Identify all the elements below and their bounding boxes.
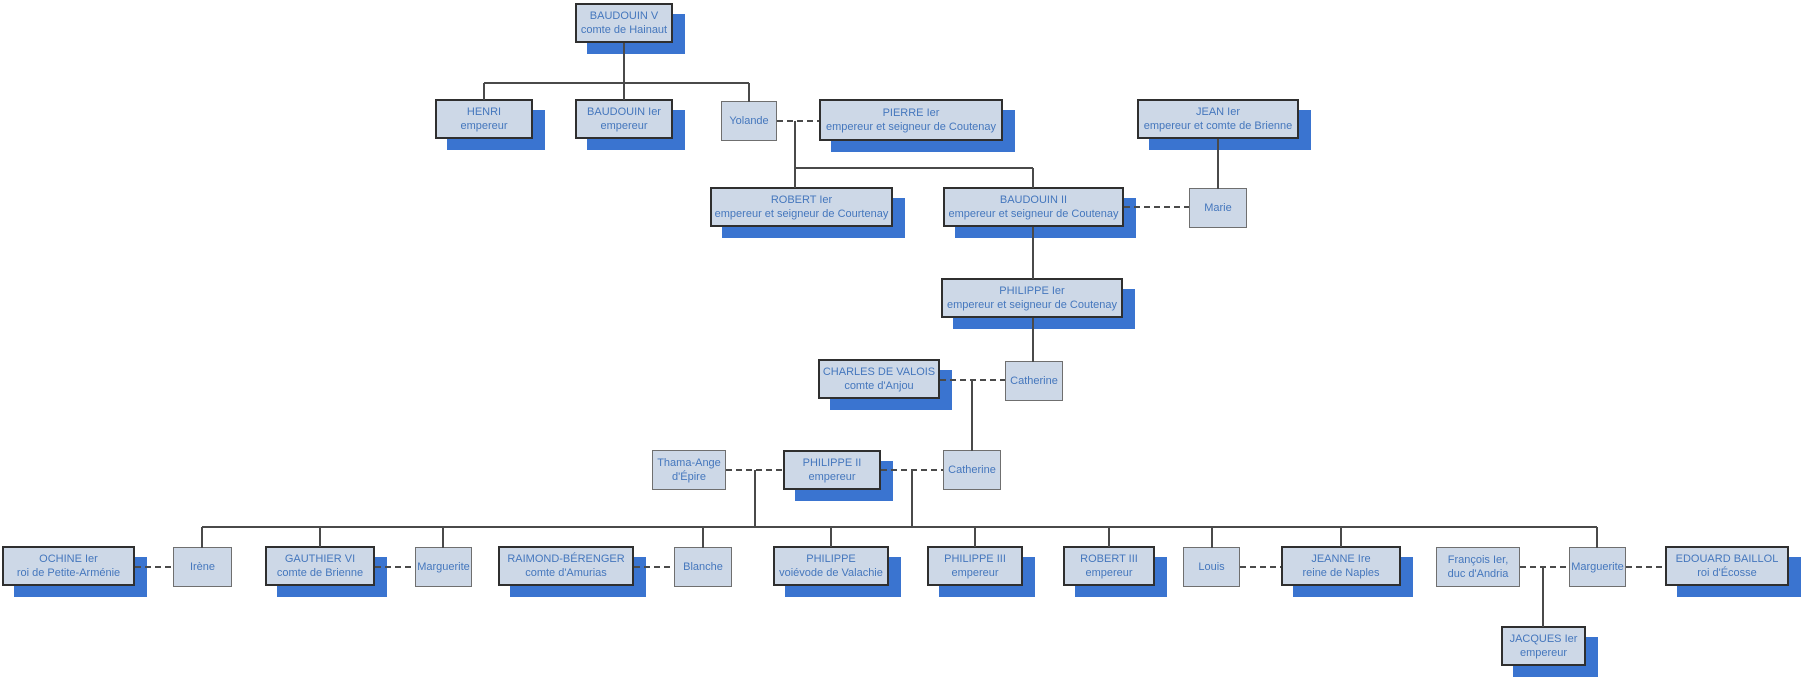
- person-name: JEANNE Ire: [1311, 553, 1371, 565]
- person-name: PHILIPPE III: [944, 553, 1006, 565]
- person-name: CHARLES DE VALOIS: [822, 366, 936, 378]
- person-name: Irène: [189, 561, 216, 573]
- person-title: comte d'Anjou: [844, 380, 914, 392]
- person-title: empereur et seigneur de Courtenay: [714, 208, 889, 220]
- person-title: d'Épire: [672, 471, 706, 483]
- person-name: BAUDOUIN II: [999, 194, 1068, 206]
- node-baudouin-v: BAUDOUIN V comte de Hainaut: [575, 3, 673, 43]
- person-name: François Ier,: [1447, 554, 1509, 566]
- person-title: empereur: [600, 120, 648, 132]
- person-name: PHILIPPE Ier: [999, 285, 1065, 297]
- node-ochine-ier: OCHINE Ier roi de Petite-Arménie: [2, 546, 135, 586]
- node-catherine: Catherine: [1005, 361, 1063, 401]
- person-title: comte de Hainaut: [580, 24, 668, 36]
- node-jeanne-ire: JEANNE Ire reine de Naples: [1281, 546, 1401, 586]
- person-title: comte de Brienne: [276, 567, 364, 579]
- person-name: Louis: [1198, 561, 1225, 573]
- person-name: ROBERT Ier: [770, 194, 833, 206]
- person-name: EDOUARD BAILLOL: [1675, 553, 1779, 565]
- person-title: empereur: [951, 567, 999, 579]
- node-baudouin-ii: BAUDOUIN II empereur et seigneur de Cout…: [943, 187, 1124, 227]
- node-philippe-iii: PHILIPPE III empereur: [927, 546, 1023, 586]
- person-name: Marie: [1204, 202, 1232, 214]
- node-philippe-valachie: PHILIPPE voiévode de Valachie: [773, 546, 889, 586]
- person-name: ROBERT III: [1080, 553, 1138, 565]
- node-irene: Irène: [173, 547, 232, 587]
- person-title: roi d'Écosse: [1697, 567, 1757, 579]
- person-title: empereur: [808, 471, 856, 483]
- person-title: empereur et seigneur de Coutenay: [948, 208, 1119, 220]
- person-name: PHILIPPE II: [802, 457, 862, 469]
- person-title: empereur et seigneur de Coutenay: [947, 299, 1117, 311]
- person-name: Yolande: [729, 115, 769, 127]
- node-marguerite: Marguerite: [415, 547, 472, 587]
- node-blanche: Blanche: [674, 547, 732, 587]
- node-louis: Louis: [1183, 547, 1240, 587]
- node-edouard-baillol: EDOUARD BAILLOL roi d'Écosse: [1665, 546, 1789, 586]
- node-charles-de-valois: CHARLES DE VALOIS comte d'Anjou: [818, 359, 940, 399]
- node-robert-iii: ROBERT III empereur: [1063, 546, 1155, 586]
- node-robert-ier: ROBERT Ier empereur et seigneur de Court…: [710, 187, 893, 227]
- person-name: RAIMOND-BÉRENGER: [507, 553, 625, 565]
- person-title: empereur et seigneur de Coutenay: [826, 121, 996, 133]
- person-name: BAUDOUIN Ier: [587, 106, 661, 118]
- person-name: JEAN Ier: [1195, 106, 1240, 118]
- person-name: Catherine: [948, 464, 996, 476]
- person-name: JACQUES Ier: [1509, 633, 1578, 645]
- person-title: empereur: [1085, 567, 1133, 579]
- node-philippe-ii: PHILIPPE II empereur: [783, 450, 881, 490]
- node-thama-ange: Thama-Ange d'Épire: [652, 450, 726, 490]
- node-yolande: Yolande: [721, 101, 777, 141]
- person-title: voiévode de Valachie: [779, 567, 883, 579]
- person-title: empereur et comte de Brienne: [1143, 120, 1293, 132]
- person-name: Marguerite: [1571, 561, 1624, 573]
- node-francois-ier: François Ier, duc d'Andria: [1436, 547, 1520, 587]
- person-name: Blanche: [683, 561, 723, 573]
- person-name: Thama-Ange: [657, 457, 721, 469]
- person-name: GAUTHIER VI: [284, 553, 356, 565]
- person-title: comte d'Amurias: [525, 567, 607, 579]
- person-title: empereur: [1519, 647, 1568, 659]
- person-title: empereur: [460, 120, 508, 132]
- person-title: duc d'Andria: [1447, 568, 1509, 580]
- person-name: Marguerite: [417, 561, 470, 573]
- node-raimond-berenger: RAIMOND-BÉRENGER comte d'Amurias: [498, 546, 634, 586]
- person-name: BAUDOUIN V: [589, 10, 659, 22]
- node-catherine-2: Catherine: [943, 450, 1001, 490]
- node-pierre-ier: PIERRE Ier empereur et seigneur de Coute…: [819, 99, 1003, 141]
- person-name: PHILIPPE: [806, 553, 856, 565]
- node-henri: HENRI empereur: [435, 99, 533, 139]
- node-marie: Marie: [1189, 188, 1247, 228]
- person-name: PIERRE Ier: [882, 107, 940, 119]
- person-name: Catherine: [1010, 375, 1058, 387]
- person-title: roi de Petite-Arménie: [16, 567, 121, 579]
- person-name: HENRI: [466, 106, 502, 118]
- node-jean-ier: JEAN Ier empereur et comte de Brienne: [1137, 99, 1299, 139]
- person-title: reine de Naples: [1302, 567, 1380, 579]
- node-jacques-ier: JACQUES Ier empereur: [1501, 626, 1586, 666]
- person-name: OCHINE Ier: [39, 553, 98, 565]
- node-baudouin-ier: BAUDOUIN Ier empereur: [575, 99, 673, 139]
- node-marguerite-2: Marguerite: [1569, 547, 1626, 587]
- node-philippe-ier: PHILIPPE Ier empereur et seigneur de Cou…: [941, 278, 1123, 318]
- node-gauthier-vi: GAUTHIER VI comte de Brienne: [265, 546, 375, 586]
